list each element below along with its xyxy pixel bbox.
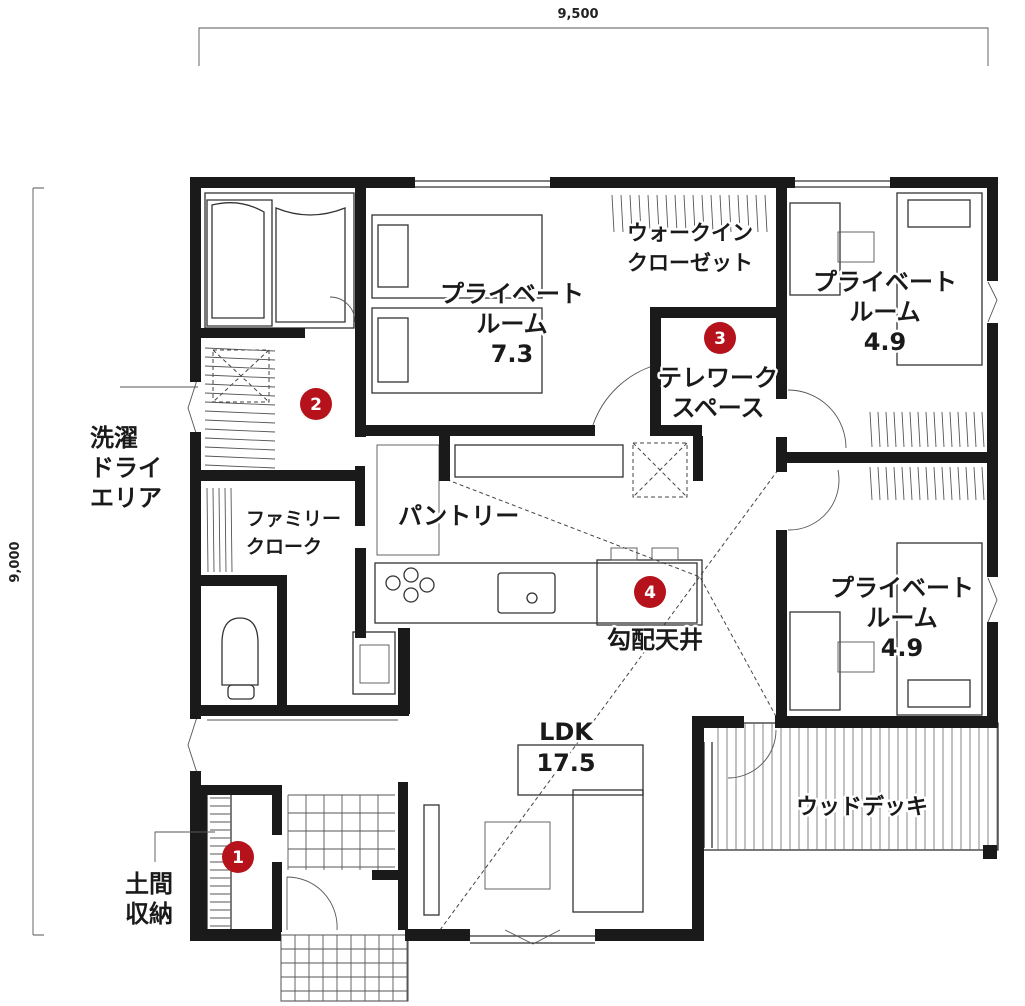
room-label-doma-storage-2: 収納 [125, 900, 173, 928]
room-label-telework-2: スペース [671, 394, 764, 422]
room-area-se-bedroom: 4.9 [881, 634, 924, 662]
room-label-telework: テレワーク [658, 364, 778, 392]
room-label-main-bedroom: プライベート [440, 280, 584, 308]
width-dimension: 9,500 [557, 7, 598, 22]
svg-text:3: 3 [714, 329, 726, 349]
label-sloped-ceiling: 勾配天井 [607, 626, 703, 654]
walls [190, 177, 998, 941]
doma-leader-line [154, 831, 215, 862]
badge-2: 2 [300, 388, 332, 420]
svg-text:4: 4 [644, 583, 656, 603]
room-label-laundry: 洗濯 [90, 424, 138, 452]
room-area-ne-bedroom: 4.9 [864, 328, 907, 356]
number-badges: 1 2 3 4 [222, 322, 736, 873]
room-label-pantry: パントリー [398, 502, 519, 530]
dimension-lines: 9,500 9,000 [8, 7, 989, 936]
room-label-ldk: LDK [539, 718, 594, 746]
badge-4: 4 [634, 576, 666, 608]
room-area-main-bedroom: 7.3 [491, 340, 534, 368]
label-wood-deck: ウッドデッキ [796, 794, 928, 820]
room-label-laundry-3: エリア [90, 484, 162, 512]
genkan-tiles [287, 794, 395, 870]
interior-lines [187, 180, 998, 945]
room-label-ne-bedroom: プライベート [813, 268, 957, 296]
room-label-ne-bedroom-2: ルーム [849, 298, 920, 326]
depth-dimension: 9,000 [8, 541, 23, 582]
svg-text:2: 2 [310, 395, 322, 415]
room-label-walkin-closet-2: クローゼット [627, 251, 753, 275]
room-labels: プライベート ルーム 7.3 ウォークイン クローゼット プライベート ルーム … [88, 219, 977, 931]
room-label-doma-storage: 土間 [125, 870, 173, 898]
room-label-family-cloak-2: クローク [246, 536, 322, 558]
wood-deck [702, 722, 999, 859]
svg-text:1: 1 [232, 848, 244, 868]
badge-3: 3 [704, 322, 736, 354]
room-area-ldk: 17.5 [536, 749, 595, 777]
room-label-walkin-closet: ウォークイン [627, 221, 753, 245]
room-label-main-bedroom-2: ルーム [476, 310, 547, 338]
badge-1: 1 [222, 841, 254, 873]
entrance-porch [280, 934, 409, 1002]
room-label-laundry-2: ドライ [90, 454, 162, 482]
room-label-se-bedroom: プライベート [830, 574, 974, 602]
room-label-se-bedroom-2: ルーム [866, 604, 937, 632]
room-label-family-cloak: ファミリー [246, 508, 341, 530]
